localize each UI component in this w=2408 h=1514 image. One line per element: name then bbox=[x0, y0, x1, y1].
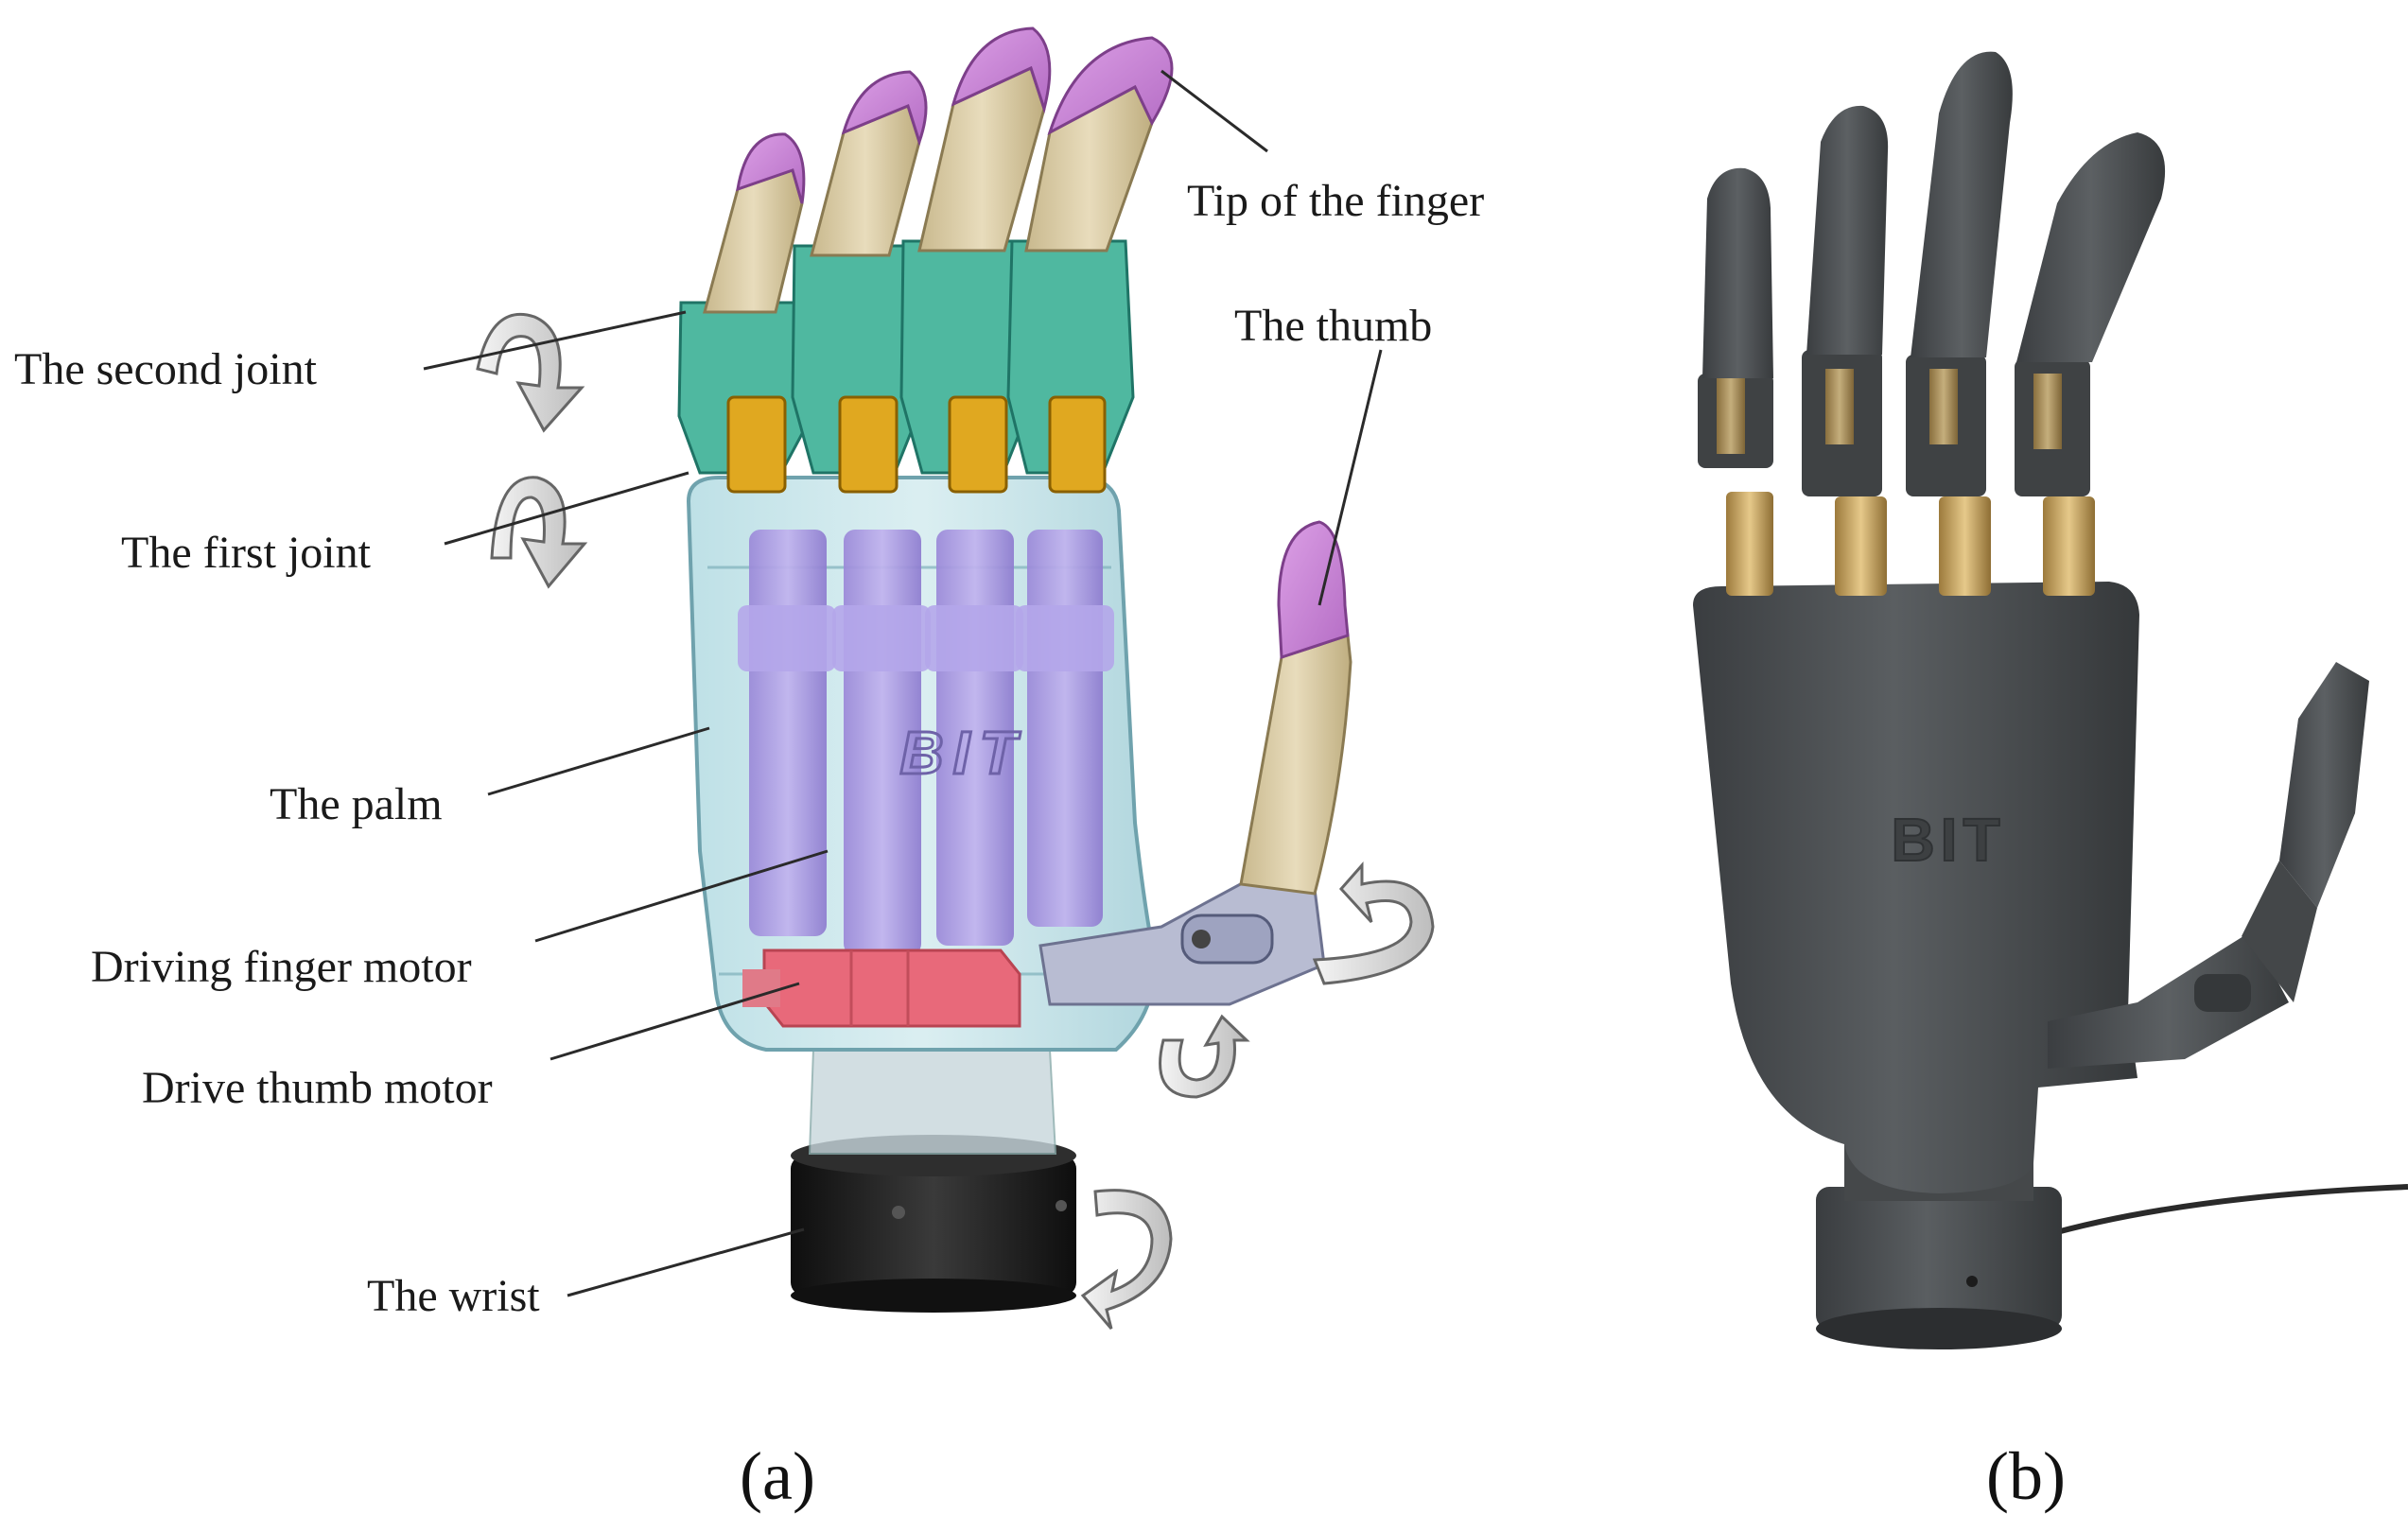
prototype-fingers bbox=[1702, 51, 2166, 378]
second-joint-label: The second joint bbox=[14, 344, 318, 394]
panel-b-photo: BIT (b) bbox=[1693, 51, 2408, 1514]
finger-1 bbox=[677, 132, 813, 494]
finger-4 bbox=[1006, 36, 1174, 494]
first-joint-arrow-icon bbox=[490, 476, 588, 589]
palm-logo: BIT bbox=[899, 719, 1025, 787]
panel-a-illustration: BIT bbox=[14, 26, 1484, 1514]
finger-motors bbox=[738, 530, 1114, 955]
prototype-finger-2 bbox=[1806, 105, 1889, 356]
prototype-finger-4 bbox=[2016, 132, 2166, 362]
finger-3 bbox=[899, 26, 1052, 494]
finger-2 bbox=[791, 70, 928, 494]
wrist-rotation-arrow-icon bbox=[1080, 1189, 1173, 1330]
rotation-arrows bbox=[476, 312, 1435, 1330]
panel-b-label: (b) bbox=[1986, 1438, 2066, 1514]
thumb-motor bbox=[742, 948, 1021, 1028]
drive-thumb-motor-label: Drive thumb motor bbox=[142, 1063, 493, 1113]
driving-finger-motor-label: Driving finger motor bbox=[91, 942, 472, 992]
prototype-palm-logo: BIT bbox=[1891, 806, 2005, 874]
prototype-thumb bbox=[2048, 662, 2369, 1069]
thumb-base-arrow-icon bbox=[1159, 1014, 1250, 1099]
first-joint-label: The first joint bbox=[121, 528, 372, 578]
thumb-label: The thumb bbox=[1234, 301, 1432, 351]
wrist-unit bbox=[791, 1135, 1076, 1313]
thumb-rotation-arrow-icon bbox=[1312, 861, 1435, 985]
thumb bbox=[1239, 520, 1352, 896]
fingers bbox=[677, 26, 1174, 494]
prototype-palm bbox=[1693, 582, 2139, 1193]
prototype-joints bbox=[1698, 350, 2095, 596]
second-joint-arrow-icon bbox=[476, 312, 585, 433]
cable bbox=[2033, 1184, 2408, 1242]
palm-label: The palm bbox=[270, 779, 443, 829]
panel-a-label: (a) bbox=[740, 1438, 815, 1514]
callout-labels: Tip of the finger The thumb The second j… bbox=[14, 176, 1484, 1321]
leader-lines bbox=[423, 69, 1383, 1297]
tip-of-finger-label: Tip of the finger bbox=[1187, 176, 1484, 226]
wrist-label: The wrist bbox=[367, 1271, 540, 1321]
prototype-finger-3 bbox=[1911, 51, 2013, 358]
thumb-base-link bbox=[1038, 873, 1326, 1006]
prototype-finger-1 bbox=[1702, 167, 1773, 378]
